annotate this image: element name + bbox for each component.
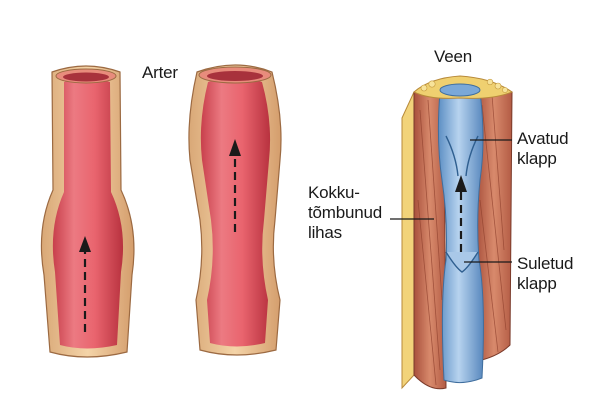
open-valve-label: Avatud klapp [517,129,569,168]
artery-contracted [188,64,282,356]
flow-arrow-icon [229,139,241,232]
flow-arrow-icon [79,236,91,332]
artery-relaxed [40,65,135,358]
vein-label: Veen [434,47,472,66]
artery-label: Arter [142,63,178,82]
vein-with-muscle [390,75,514,390]
flow-arrow-icon [455,175,467,252]
contracted-muscle-label: Kokku- tõmbunud lihas [308,183,383,242]
closed-valve-label: Suletud klapp [517,254,574,293]
